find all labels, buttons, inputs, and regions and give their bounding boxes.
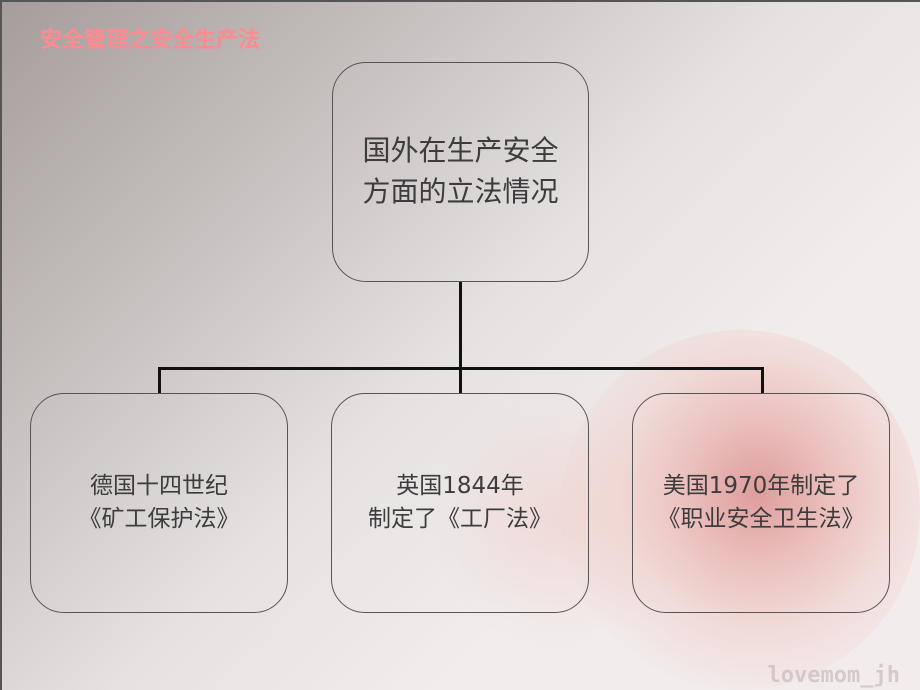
watermark: lovemom_jh [767, 663, 900, 688]
connector-left [158, 367, 161, 393]
slide-title: 安全管理之安全生产法 [40, 28, 261, 53]
child-node-germany: 德国十四世纪《矿工保护法》 [30, 393, 288, 613]
connector-trunk [459, 282, 462, 370]
node-line: 德国十四世纪 [90, 472, 228, 499]
connector-middle [459, 367, 462, 393]
node-line: 英国1844年 [396, 472, 524, 499]
node-line: 《职业安全卫生法》 [657, 506, 865, 532]
child-node-uk: 英国1844年制定了《工厂法》 [331, 393, 589, 613]
node-line: 制定了《工厂法》 [368, 506, 552, 532]
root-node: 国外在生产安全方面的立法情况 [332, 62, 589, 282]
root-line-2: 方面的立法情况 [362, 175, 559, 208]
connector-right [761, 367, 764, 393]
root-line-1: 国外在生产安全 [362, 134, 559, 168]
child-node-usa: 美国1970年制定了《职业安全卫生法》 [632, 393, 890, 613]
node-line: 《矿工保护法》 [78, 506, 240, 532]
node-line: 美国1970年制定了 [662, 472, 860, 499]
